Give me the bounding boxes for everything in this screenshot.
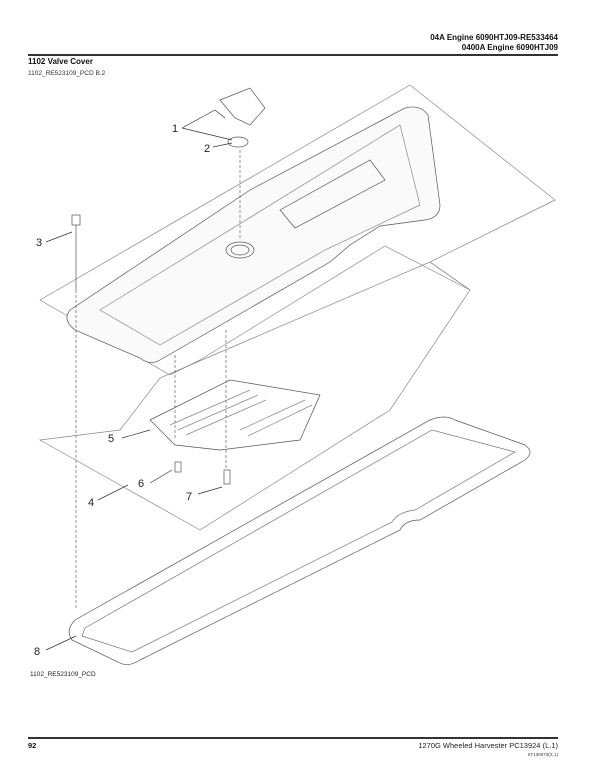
callout-1: 1 bbox=[172, 123, 178, 135]
baffle-plate bbox=[149, 379, 321, 451]
callout-8: 8 bbox=[34, 646, 40, 658]
section-title: 1102 Valve Cover bbox=[28, 57, 93, 66]
header-engine-line-1: 04A Engine 6090HTJ09-RE533464 bbox=[430, 33, 558, 42]
callout-6: 6 bbox=[138, 478, 144, 490]
breather-fitting bbox=[219, 87, 266, 126]
page-number: 92 bbox=[28, 741, 37, 750]
gasket bbox=[68, 416, 531, 665]
footer-rule bbox=[28, 737, 558, 739]
callout-5: 5 bbox=[108, 433, 114, 445]
valve-cover bbox=[66, 106, 441, 363]
publication-info: 1270G Wheeled Harvester PC13924 (L.1) bbox=[418, 741, 558, 750]
section-code: 1102_RE523109_PCD B.2 bbox=[28, 70, 106, 77]
diagram-caption: 1102_RE523109_PCD bbox=[30, 671, 96, 678]
callout-7: 7 bbox=[186, 491, 192, 503]
header-engine-line-2: 0400A Engine 6090HTJ09 bbox=[461, 43, 558, 52]
callout-3: 3 bbox=[36, 237, 42, 249]
footer-code: ST130073(X.1) bbox=[527, 752, 558, 757]
callout-2: 2 bbox=[204, 143, 210, 155]
callout-4: 4 bbox=[88, 497, 94, 509]
header-rule bbox=[28, 54, 558, 56]
lower-plane bbox=[38, 261, 471, 531]
